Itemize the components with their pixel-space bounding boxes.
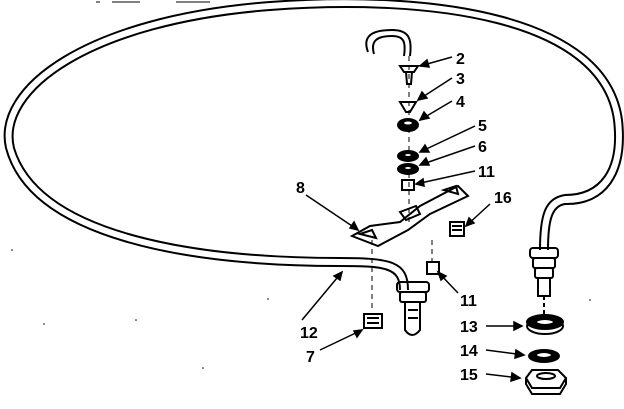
callout-8: 8 bbox=[296, 180, 305, 197]
nut-part-13 bbox=[526, 314, 564, 335]
leader-lines bbox=[301, 56, 526, 383]
heating-element bbox=[3, 0, 624, 291]
callout-2: 2 bbox=[456, 51, 465, 68]
left-terminal bbox=[396, 281, 430, 336]
right-terminal bbox=[529, 247, 559, 318]
callout-3: 3 bbox=[456, 71, 465, 88]
callout-labels: 2 3 4 5 6 11 8 16 11 12 7 13 14 15 bbox=[296, 51, 512, 384]
spacer-part-4 bbox=[397, 118, 419, 132]
callout-11-bottom: 11 bbox=[460, 293, 477, 310]
washer-part-14 bbox=[528, 349, 560, 363]
cap-part-3 bbox=[398, 101, 418, 113]
callout-7: 7 bbox=[306, 349, 315, 366]
mounting-hook bbox=[365, 28, 412, 57]
scan-specks bbox=[11, 249, 591, 369]
nut-part-11-top bbox=[401, 179, 415, 191]
callout-15: 15 bbox=[460, 367, 478, 384]
callout-13: 13 bbox=[460, 319, 478, 336]
bracket-part-8 bbox=[349, 184, 470, 248]
clip-part-7 bbox=[363, 313, 383, 329]
callout-6: 6 bbox=[478, 139, 487, 156]
hex-nut-part-15 bbox=[524, 369, 568, 395]
callout-4: 4 bbox=[456, 94, 465, 111]
callout-14: 14 bbox=[460, 343, 478, 360]
callout-16: 16 bbox=[494, 190, 512, 207]
callout-12: 12 bbox=[300, 325, 318, 342]
washer-part-5 bbox=[397, 150, 419, 162]
washer-part-6 bbox=[397, 163, 419, 175]
nut-part-11-bottom bbox=[426, 261, 440, 275]
screw-part-2 bbox=[398, 65, 420, 85]
callout-11-top: 11 bbox=[478, 164, 495, 181]
callout-5: 5 bbox=[478, 118, 487, 135]
clip-part-16 bbox=[449, 221, 465, 237]
